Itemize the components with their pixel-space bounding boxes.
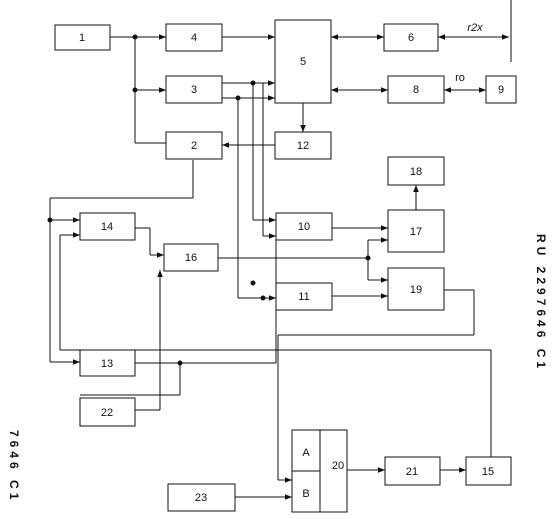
block-9: 9 bbox=[485, 75, 517, 104]
block-17-label: 17 bbox=[410, 226, 422, 238]
block-13: 13 bbox=[79, 349, 136, 377]
block-1-label: 1 bbox=[79, 32, 85, 44]
block-16-label: 16 bbox=[185, 252, 197, 264]
block-23: 23 bbox=[167, 483, 236, 512]
block-13-label: 13 bbox=[101, 358, 113, 370]
block-18: 18 bbox=[387, 156, 445, 186]
block-14: 14 bbox=[79, 212, 136, 241]
block-11: 11 bbox=[275, 282, 333, 311]
block-9-label: 9 bbox=[498, 84, 504, 96]
block-20-label: 20 bbox=[332, 460, 344, 472]
link-label-ro: ro bbox=[455, 72, 465, 84]
block-2-label: 2 bbox=[191, 140, 197, 152]
block-11-label: 11 bbox=[298, 291, 309, 303]
block-3: 3 bbox=[165, 75, 223, 104]
block-6-label: 6 bbox=[408, 32, 414, 44]
block-22-label: 22 bbox=[101, 407, 113, 419]
block-23-label: 23 bbox=[195, 492, 207, 504]
block-1: 1 bbox=[54, 24, 111, 51]
block-21: 21 bbox=[384, 456, 441, 486]
block-15: 15 bbox=[465, 456, 512, 486]
block-12-label: 12 bbox=[297, 140, 309, 152]
link-label-rx: r2x bbox=[467, 22, 483, 34]
junctions bbox=[47, 34, 371, 366]
block-20-input-a: A bbox=[302, 447, 310, 459]
block-20: A B 20 bbox=[291, 429, 348, 513]
block-18-label: 18 bbox=[410, 166, 422, 178]
block-6: 6 bbox=[383, 23, 439, 52]
block-8-label: 8 bbox=[413, 84, 419, 96]
block-14-label: 14 bbox=[101, 221, 113, 233]
block-10: 10 bbox=[275, 212, 333, 241]
block-12: 12 bbox=[274, 131, 332, 160]
block-5: 5 bbox=[274, 19, 332, 104]
block-8: 8 bbox=[387, 75, 445, 104]
block-10-label: 10 bbox=[298, 221, 310, 233]
block-19-label: 19 bbox=[410, 284, 422, 296]
block-4-label: 4 bbox=[191, 32, 197, 44]
patent-number-right: RU 2297646 C1 bbox=[534, 234, 548, 372]
block-21-label: 21 bbox=[406, 466, 418, 478]
block-2: 2 bbox=[165, 131, 223, 160]
block-22: 22 bbox=[79, 397, 136, 427]
wires bbox=[49, 34, 509, 500]
block-20-input-b: B bbox=[302, 488, 309, 500]
block-16: 16 bbox=[163, 243, 219, 272]
block-5-label: 5 bbox=[300, 56, 306, 68]
block-3-label: 3 bbox=[191, 84, 197, 96]
block-19: 19 bbox=[387, 267, 445, 311]
block-17: 17 bbox=[387, 209, 445, 253]
block-15-label: 15 bbox=[482, 466, 494, 478]
patent-number-left: 7646 C1 bbox=[7, 430, 21, 503]
block-4: 4 bbox=[165, 23, 223, 52]
